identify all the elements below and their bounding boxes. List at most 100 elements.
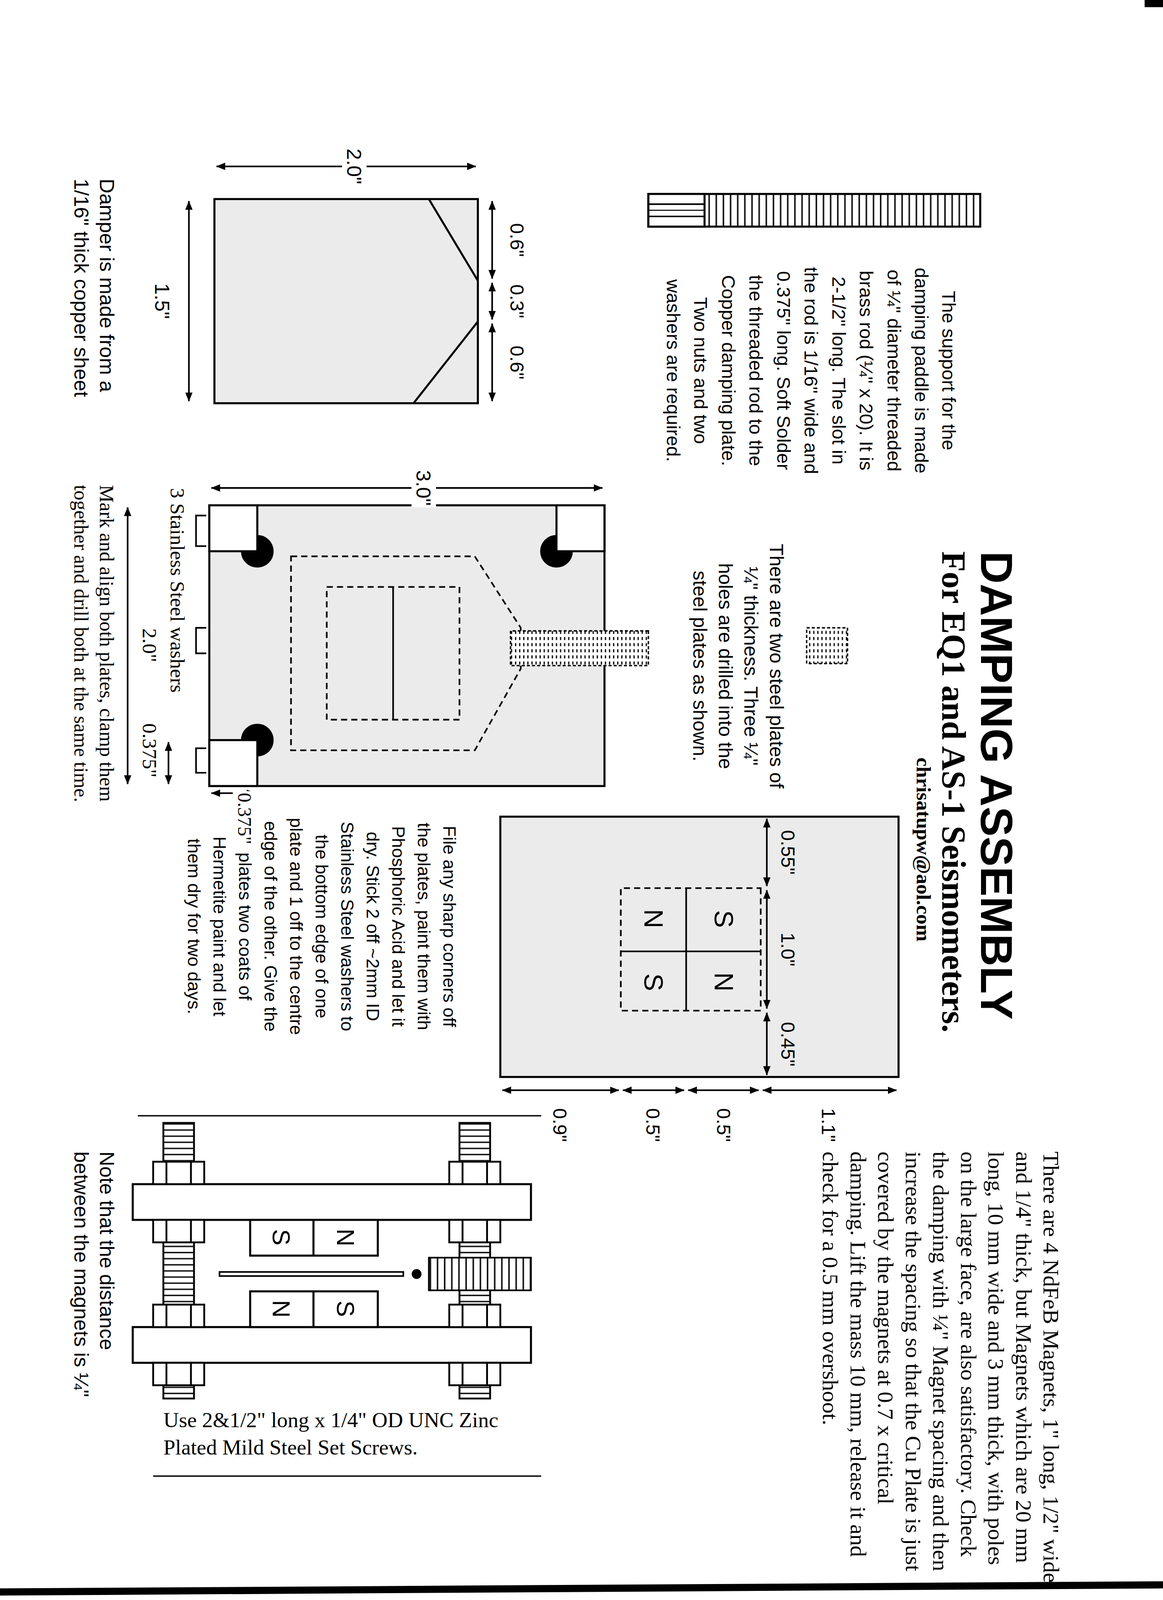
dimension-label: 0.375": [233, 790, 257, 847]
dimension-label: 0.6": [505, 345, 530, 380]
copper-paddle-side: [219, 1272, 404, 1277]
rod-outline: [806, 628, 848, 664]
support-rod: [648, 209, 705, 211]
dimension-label: 0.9": [548, 1106, 572, 1145]
nut: [449, 1304, 501, 1328]
dimension-line: [491, 282, 494, 320]
washer-mark: [196, 515, 207, 774]
copper-paddle: [413, 321, 478, 404]
note-text: Damper is made from a 1/16" thick copper…: [68, 178, 120, 420]
magnet-side: [250, 1291, 379, 1328]
dimension-label: 0.55": [776, 830, 800, 875]
dimension-label: 0.5": [712, 1106, 736, 1145]
note-text: Note that the distance between the magne…: [68, 1151, 120, 1426]
dimension-label: 3.0": [411, 467, 437, 508]
washer-mark: [196, 515, 207, 774]
label: chrisatupw@aol.com: [911, 757, 937, 942]
note-text: There are two steel plates of ¼" thickne…: [687, 541, 790, 792]
note-text: Use 2&1/2" long x 1/4" OD UNC Zinc Plate…: [163, 1407, 552, 1463]
dimension-line: [491, 323, 494, 402]
rod-outline: [510, 631, 649, 666]
magnet-plate: [620, 950, 761, 953]
title: DAMPING ASSEMBLY: [970, 551, 1023, 1020]
dimension-line: [188, 166, 493, 402]
support-rod: [648, 193, 981, 227]
nut: [449, 1220, 501, 1243]
dimension-line: [127, 488, 603, 794]
nut: [153, 1363, 205, 1386]
note-text: The support for the damping paddle is ma…: [659, 261, 963, 480]
magnet-plate: [620, 888, 761, 1012]
nut: [449, 1162, 501, 1185]
hidden-outline: [290, 556, 521, 751]
hidden-outline: [326, 586, 460, 720]
copper-paddle: [214, 199, 478, 404]
nut: [153, 1162, 205, 1185]
magnet-outline: [392, 586, 395, 720]
dimension-label: 0.375": [137, 723, 163, 778]
dimension-label: 0.6": [505, 223, 530, 257]
underline: [153, 1475, 542, 1478]
dimension-label: 0.45": [776, 1022, 800, 1067]
copper-paddle-side: [428, 1257, 531, 1291]
copper-paddle: [428, 199, 478, 281]
dimension-line: [502, 1089, 619, 1092]
magnet-plate: [500, 816, 899, 1078]
steel-plate: [209, 505, 258, 552]
copper-paddle-side: [219, 1257, 531, 1291]
note-text: Mark and align both plates, clamp them t…: [68, 484, 120, 845]
magnet-side: [312, 1220, 315, 1256]
dimension-label: S: [708, 910, 740, 929]
dimension-label: N: [266, 1300, 297, 1319]
scan-edge: [1144, 0, 1163, 8]
magnet-side: [250, 1220, 379, 1256]
dimension-label: 2.0": [342, 146, 367, 187]
copper-paddle-side: [412, 1270, 421, 1279]
dimension-label: N: [637, 909, 670, 929]
dimension-label: N: [708, 972, 740, 992]
dimension-line: [502, 819, 897, 1091]
support-rod: [648, 215, 705, 218]
note-text: File any sharp corners off the plates, p…: [180, 816, 462, 1037]
support-rod: [648, 193, 705, 227]
dimension-line: [766, 890, 769, 1009]
dimension-label: S: [331, 1300, 361, 1318]
magnet-side: [312, 1291, 315, 1328]
scan-edge: [0, 1581, 1163, 1596]
dimension-label: S: [266, 1229, 297, 1247]
magnet-plate: [685, 888, 688, 1012]
dimension-line: [762, 1089, 897, 1092]
dimension-line: [167, 742, 170, 785]
dimension-label: N: [331, 1228, 361, 1247]
copper-paddle: [214, 199, 478, 404]
dimension-line: [187, 201, 190, 402]
dimension-line: [766, 1012, 769, 1076]
nut: [153, 1304, 205, 1328]
steel-plate: [556, 505, 605, 552]
dimension-label: 0.5": [641, 1106, 665, 1145]
hidden-outline: [290, 556, 521, 751]
steel-plate: [209, 740, 258, 787]
steel-plate-side: [132, 1184, 531, 1364]
note-text: There are 4 NdFeB Magnets, 1" long, 1/2"…: [816, 1151, 1065, 1589]
rule-line: [137, 1115, 541, 1117]
dimension-line: [211, 487, 603, 489]
dimension-line: [126, 507, 129, 785]
dimension-label: 0.3": [505, 284, 530, 319]
label: For EQ1 and AS-1 Seismometers.: [934, 551, 974, 1034]
support-rod: [648, 203, 705, 205]
dimension-line: [688, 1089, 759, 1092]
dimension-line: [766, 819, 769, 887]
dimension-line: [491, 201, 494, 279]
nut: [449, 1363, 501, 1386]
rod-outline: [510, 628, 848, 666]
underline: [153, 1475, 542, 1478]
magnet-plate: [500, 816, 899, 1078]
steel-plate-side: [132, 1184, 531, 1221]
dimension-label: 1.1": [817, 1106, 841, 1145]
dimension-label: S: [637, 973, 670, 992]
